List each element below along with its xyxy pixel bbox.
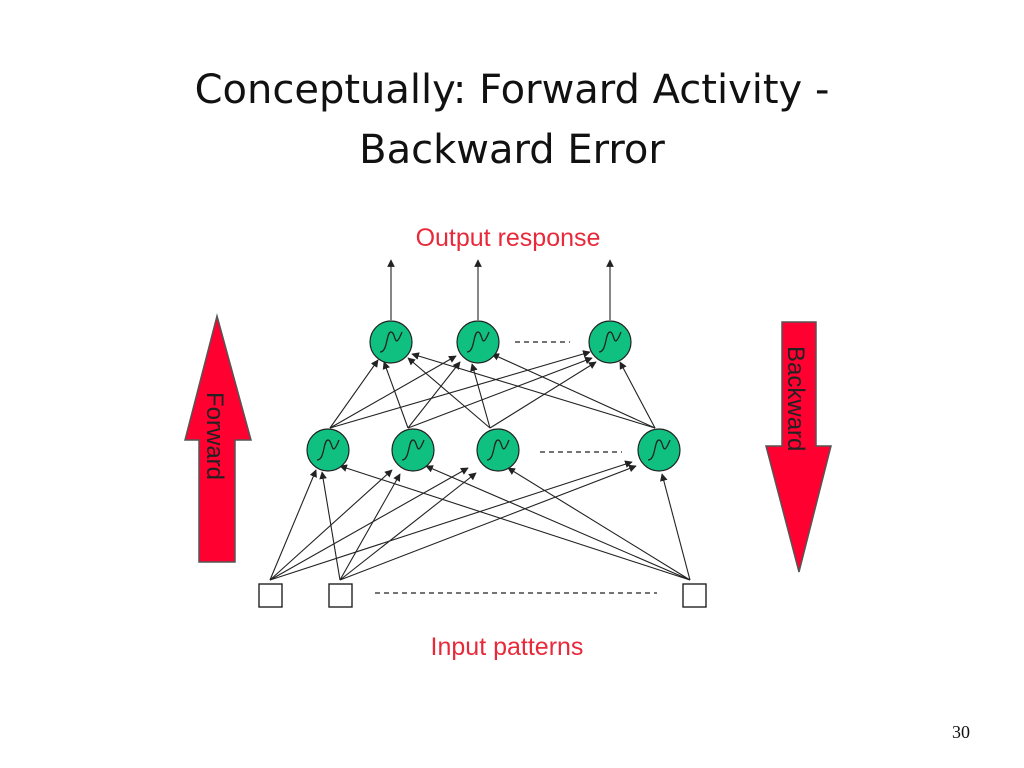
- input-patterns-label: Input patterns: [431, 633, 584, 661]
- input-node: [258, 583, 283, 608]
- hidden-neuron: [306, 428, 350, 472]
- output-neuron: [456, 320, 500, 364]
- slide-title-line-2: Backward Error: [359, 127, 665, 173]
- slide-title: Conceptually: Forward Activity - Backwar…: [112, 60, 912, 180]
- hidden-layer: [306, 428, 681, 472]
- output-layer: [369, 320, 632, 364]
- sigmoid-icon: [598, 331, 622, 353]
- backward-label: Backward: [782, 346, 809, 451]
- output-neuron: [588, 320, 632, 364]
- sigmoid-icon: [401, 439, 425, 461]
- input-layer: [258, 583, 707, 608]
- sigmoid-icon: [486, 439, 510, 461]
- input-node: [682, 583, 707, 608]
- backward-arrow: Backward: [765, 321, 832, 573]
- forward-label: Forward: [201, 392, 228, 480]
- output-response-label: Output response: [416, 224, 601, 252]
- sigmoid-icon: [647, 439, 671, 461]
- sigmoid-icon: [466, 331, 490, 353]
- output-arrows: [387, 259, 614, 320]
- sigmoid-icon: [379, 331, 403, 353]
- forward-arrow: Forward: [184, 313, 252, 563]
- input-hidden-connections: [269, 460, 691, 581]
- slide-title-line-1: Conceptually: Forward Activity -: [194, 67, 830, 113]
- sigmoid-icon: [316, 439, 340, 461]
- hidden-neuron: [637, 428, 681, 472]
- hidden-neuron: [476, 428, 520, 472]
- hidden-output-connections: [329, 350, 656, 429]
- page-number: 30: [952, 722, 970, 742]
- output-neuron: [369, 320, 413, 364]
- input-node: [328, 583, 353, 608]
- hidden-neuron: [391, 428, 435, 472]
